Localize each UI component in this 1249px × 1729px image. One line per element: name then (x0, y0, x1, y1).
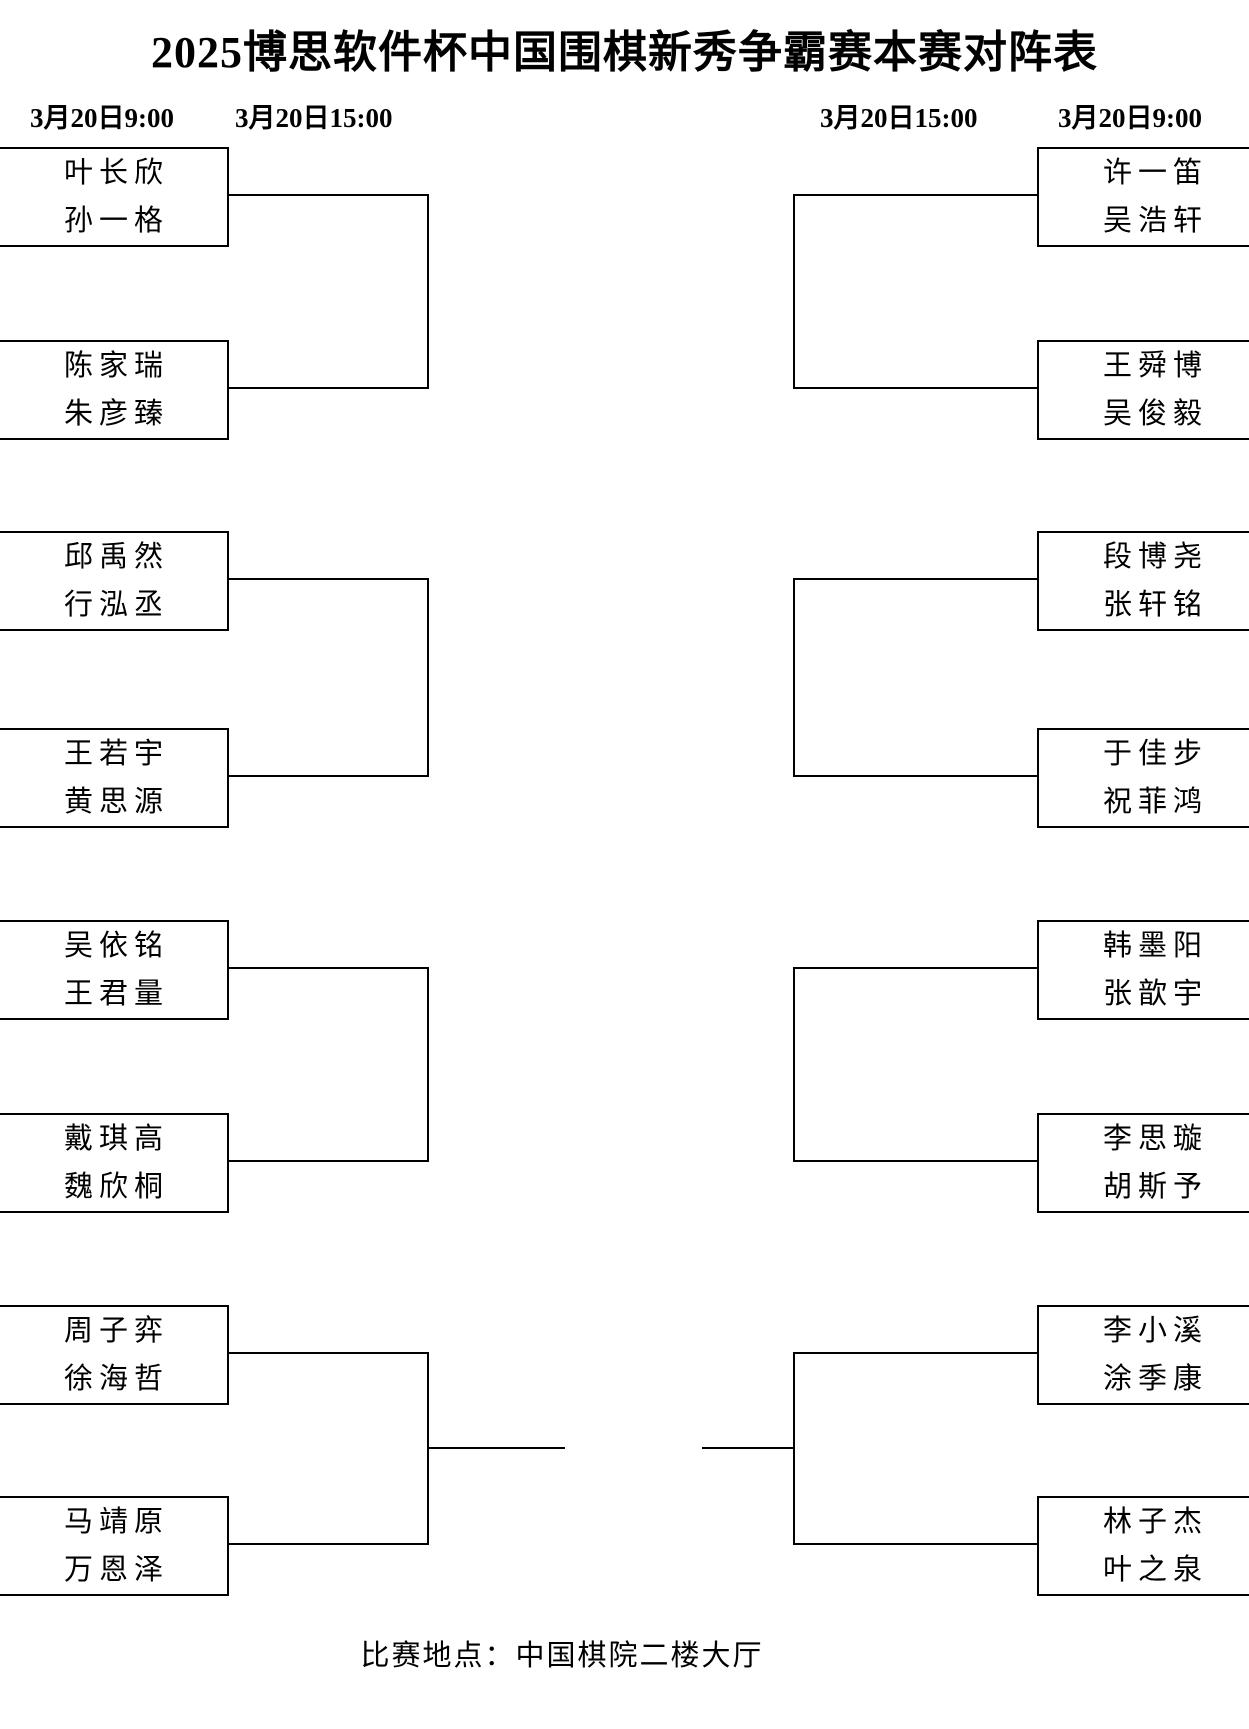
connector-line (229, 1160, 429, 1162)
match-box-right-6: 李思璇 胡斯予 (1037, 1113, 1249, 1213)
connector-line (793, 194, 795, 389)
connector-line (793, 1352, 1037, 1354)
connector-line (793, 194, 1037, 196)
connector-line (229, 578, 429, 580)
connector-line (793, 1160, 1037, 1162)
player-name: 王若宇 (63, 738, 169, 770)
match-box-left-8: 马靖原 万恩泽 (0, 1496, 229, 1596)
player-name: 马靖原 (63, 1506, 169, 1538)
match-box-left-3: 邱禹然 行泓丞 (0, 531, 229, 631)
schedule-label-left-round1: 3月20日9:00 (30, 103, 174, 133)
player-name: 周子弈 (63, 1315, 169, 1347)
player-name: 魏欣桐 (63, 1171, 169, 1203)
match-box-right-3: 段博尧 张轩铭 (1037, 531, 1249, 631)
match-box-right-2: 王舜博 吴俊毅 (1037, 340, 1249, 440)
player-name: 吴浩轩 (1102, 205, 1208, 237)
player-name: 吴依铭 (63, 930, 169, 962)
match-box-left-2: 陈家瑞 朱彦臻 (0, 340, 229, 440)
player-name: 许一笛 (1102, 157, 1208, 189)
player-name: 李思璇 (1102, 1123, 1208, 1155)
match-box-right-7: 李小溪 涂季康 (1037, 1305, 1249, 1405)
venue-text: 比赛地点：中国棋院二楼大厅 (360, 1640, 764, 1672)
match-box-left-4: 王若宇 黄思源 (0, 728, 229, 828)
match-box-left-7: 周子弈 徐海哲 (0, 1305, 229, 1405)
connector-line (229, 967, 429, 969)
player-name: 林子杰 (1102, 1506, 1208, 1538)
schedule-label-left-round2: 3月20日15:00 (235, 103, 393, 133)
page-title: 2025博思软件杯中国围棋新秀争霸赛本赛对阵表 (151, 28, 1098, 77)
connector-line (427, 578, 429, 777)
connector-line (793, 578, 1037, 580)
player-name: 邱禹然 (63, 541, 169, 573)
connector-line (427, 967, 429, 1162)
connector-line (793, 578, 795, 777)
player-name: 叶长欣 (63, 157, 169, 189)
match-box-right-5: 韩墨阳 张歆宇 (1037, 920, 1249, 1020)
connector-line (229, 775, 429, 777)
player-name: 徐海哲 (63, 1363, 169, 1395)
connector-line (793, 967, 1037, 969)
connector-line (793, 1543, 1037, 1545)
connector-line (793, 387, 1037, 389)
connector-line (229, 194, 429, 196)
player-name: 陈家瑞 (63, 350, 169, 382)
player-name: 段博尧 (1102, 541, 1208, 573)
player-name: 叶之泉 (1102, 1554, 1208, 1586)
player-name: 王舜博 (1102, 350, 1208, 382)
connector-line (229, 1543, 429, 1545)
player-name: 韩墨阳 (1102, 930, 1208, 962)
match-box-right-1: 许一笛 吴浩轩 (1037, 147, 1249, 247)
connector-line (427, 194, 429, 389)
connector-line (229, 387, 429, 389)
player-name: 黄思源 (63, 786, 169, 818)
player-name: 张轩铭 (1102, 589, 1208, 621)
match-box-left-5: 吴依铭 王君量 (0, 920, 229, 1020)
connector-line (229, 1352, 429, 1354)
player-name: 吴俊毅 (1102, 398, 1208, 430)
connector-line (427, 1352, 429, 1545)
final-line-left (429, 1447, 565, 1449)
player-name: 涂季康 (1102, 1363, 1208, 1395)
schedule-label-right-round1: 3月20日9:00 (1058, 103, 1202, 133)
match-box-right-8: 林子杰 叶之泉 (1037, 1496, 1249, 1596)
player-name: 孙一格 (63, 205, 169, 237)
connector-line (793, 967, 795, 1162)
player-name: 于佳步 (1102, 738, 1208, 770)
match-box-left-1: 叶长欣 孙一格 (0, 147, 229, 247)
player-name: 行泓丞 (63, 589, 169, 621)
player-name: 朱彦臻 (63, 398, 169, 430)
player-name: 戴琪高 (63, 1123, 169, 1155)
match-box-left-6: 戴琪高 魏欣桐 (0, 1113, 229, 1213)
connector-line (793, 775, 1037, 777)
player-name: 李小溪 (1102, 1315, 1208, 1347)
match-box-right-4: 于佳步 祝菲鸿 (1037, 728, 1249, 828)
schedule-label-right-round2: 3月20日15:00 (820, 103, 978, 133)
player-name: 王君量 (63, 978, 169, 1010)
final-line-right (702, 1447, 795, 1449)
player-name: 万恩泽 (63, 1554, 169, 1586)
player-name: 祝菲鸿 (1102, 786, 1208, 818)
player-name: 张歆宇 (1102, 978, 1208, 1010)
player-name: 胡斯予 (1102, 1171, 1208, 1203)
